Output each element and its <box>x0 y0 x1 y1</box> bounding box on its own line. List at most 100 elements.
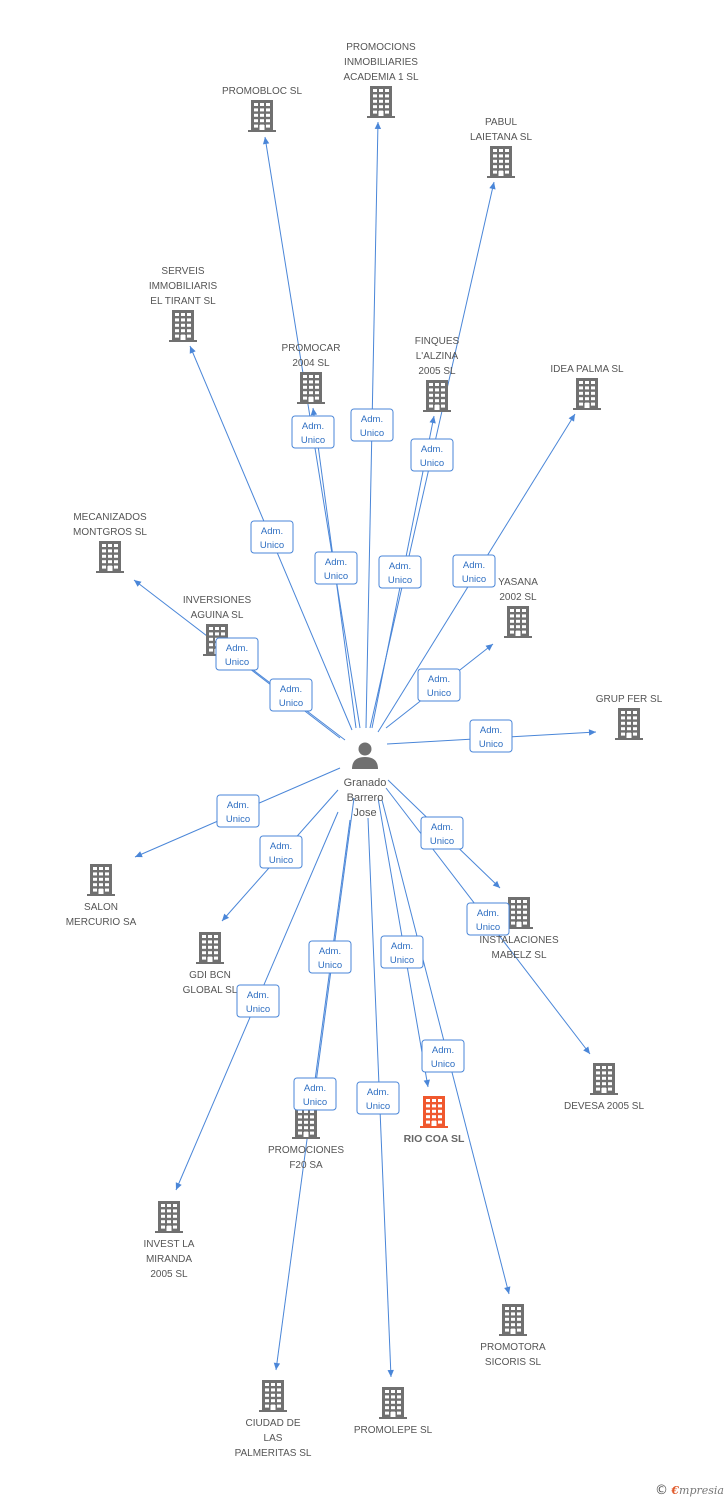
building-icon <box>196 932 224 964</box>
edge-label-promocar[interactable]: Adm.Unico <box>314 551 358 585</box>
company-node-promolepe[interactable]: PROMOLEPE SL <box>354 1387 433 1436</box>
company-name-line: RIO COA SL <box>404 1133 465 1145</box>
edge-label-mecanizados[interactable]: Adm.Unico <box>215 637 259 671</box>
edge-label-line: Adm. <box>431 822 453 833</box>
edge-label-box[interactable] <box>216 794 260 828</box>
company-name-line: PROMOCIONS <box>346 42 416 53</box>
edge-label-invest[interactable]: Adm.Unico <box>236 984 280 1018</box>
company-name-line: MABELZ SL <box>491 950 546 961</box>
edge-label-box[interactable] <box>378 555 422 589</box>
company-node-ideapalma[interactable]: IDEA PALMA SL <box>550 364 624 410</box>
company-name-line: INVEST LA <box>144 1239 195 1250</box>
company-name-line: GRUP FER SL <box>596 694 663 705</box>
arrowhead <box>222 913 230 921</box>
edge-label-riocoa[interactable]: Adm.Unico <box>380 935 424 969</box>
arrowhead <box>175 1182 182 1190</box>
edge-label-box[interactable] <box>380 935 424 969</box>
arrowhead <box>189 346 196 354</box>
arrowhead <box>568 414 575 422</box>
building-icon <box>499 1304 527 1336</box>
edge-label-box[interactable] <box>356 1081 400 1115</box>
company-name-line: 2002 SL <box>499 592 537 603</box>
company-name-line: GLOBAL SL <box>183 985 238 996</box>
edge-label-box[interactable] <box>215 637 259 671</box>
company-name-line: 2005 SL <box>150 1269 188 1280</box>
edge-label-box[interactable] <box>420 816 464 850</box>
building-icon <box>505 897 533 929</box>
edge-label-box[interactable] <box>250 520 294 554</box>
edge-label-line: Adm. <box>304 1083 326 1094</box>
edge-label-promolepe[interactable]: Adm.Unico <box>356 1081 400 1115</box>
company-name-line: FINQUES <box>415 336 460 347</box>
edge-label-box[interactable] <box>417 668 461 702</box>
arrowhead <box>588 729 596 736</box>
edge-label-pabul[interactable]: Adm.Unico <box>410 438 454 472</box>
company-node-devesa[interactable]: DEVESA 2005 SL <box>564 1063 644 1112</box>
edge-label-box[interactable] <box>452 554 496 588</box>
edge-label-box[interactable] <box>291 415 335 449</box>
edge-label-yasana[interactable]: Adm.Unico <box>417 668 461 702</box>
edge-label-box[interactable] <box>421 1039 465 1073</box>
building-icon <box>87 864 115 896</box>
edge-label-devesa[interactable]: Adm.Unico <box>466 902 510 936</box>
person-name-line: Barrero <box>347 792 384 804</box>
edge-label-box[interactable] <box>308 940 352 974</box>
edge-label-grupfer[interactable]: Adm.Unico <box>469 719 513 753</box>
edge-label-finques[interactable]: Adm.Unico <box>378 555 422 589</box>
company-node-grupfer[interactable]: GRUP FER SL <box>596 694 663 740</box>
edge-label-box[interactable] <box>469 719 513 753</box>
edge-label-salon[interactable]: Adm.Unico <box>216 794 260 828</box>
edge-label-academia[interactable]: Adm.Unico <box>350 408 394 442</box>
company-name-line: PROMOTORA <box>480 1342 546 1353</box>
edge-label-line: Unico <box>430 836 454 847</box>
company-name-line: PABUL <box>485 117 517 128</box>
edge-label-gdibcn[interactable]: Adm.Unico <box>259 835 303 869</box>
edge-label-box[interactable] <box>269 678 313 712</box>
edge-label-mabelz[interactable]: Adm. Unico <box>420 816 464 850</box>
edge-label-palmeritas[interactable]: Adm.Unico <box>293 1077 337 1111</box>
edge-label-box[interactable] <box>259 835 303 869</box>
edge-label-inversiones[interactable]: Adm.Unico <box>269 678 313 712</box>
edge-label-box[interactable] <box>314 551 358 585</box>
arrowhead <box>273 1362 281 1370</box>
building-icon <box>248 100 276 132</box>
company-node-riocoa[interactable]: RIO COA SL <box>404 1096 465 1145</box>
edge-label-ideapalma[interactable]: Adm.Unico <box>452 554 496 588</box>
edge-label-line: Unico <box>388 575 412 586</box>
company-node-gdibcn[interactable]: GDI BCN GLOBAL SL <box>183 932 238 996</box>
edge-label-box[interactable] <box>236 984 280 1018</box>
building-icon <box>169 310 197 342</box>
company-name-line: L'ALZINA <box>416 351 459 362</box>
edge-label-box[interactable] <box>293 1077 337 1111</box>
edge-label-box[interactable] <box>410 438 454 472</box>
company-name-line: GDI BCN <box>189 970 231 981</box>
edge-label-f20[interactable]: Adm.Unico <box>308 940 352 974</box>
edge-label-box[interactable] <box>350 408 394 442</box>
company-name-line: EL TIRANT SL <box>150 296 216 307</box>
edge-label-promobloc[interactable]: Adm.Unico <box>291 415 335 449</box>
company-name-line: PROMOCAR <box>282 343 341 354</box>
company-node-promobloc[interactable]: PROMOBLOC SL <box>222 86 302 132</box>
building-icon <box>615 708 643 740</box>
edge-label-line: Adm. <box>391 941 413 952</box>
edge-label-box[interactable] <box>466 902 510 936</box>
edge-label-sicoris[interactable]: Adm.Unico <box>421 1039 465 1073</box>
edge-label-line: Adm. <box>227 800 249 811</box>
company-name-line: MERCURIO SA <box>66 917 137 928</box>
edge-label-serveis[interactable]: Adm.Unico <box>250 520 294 554</box>
